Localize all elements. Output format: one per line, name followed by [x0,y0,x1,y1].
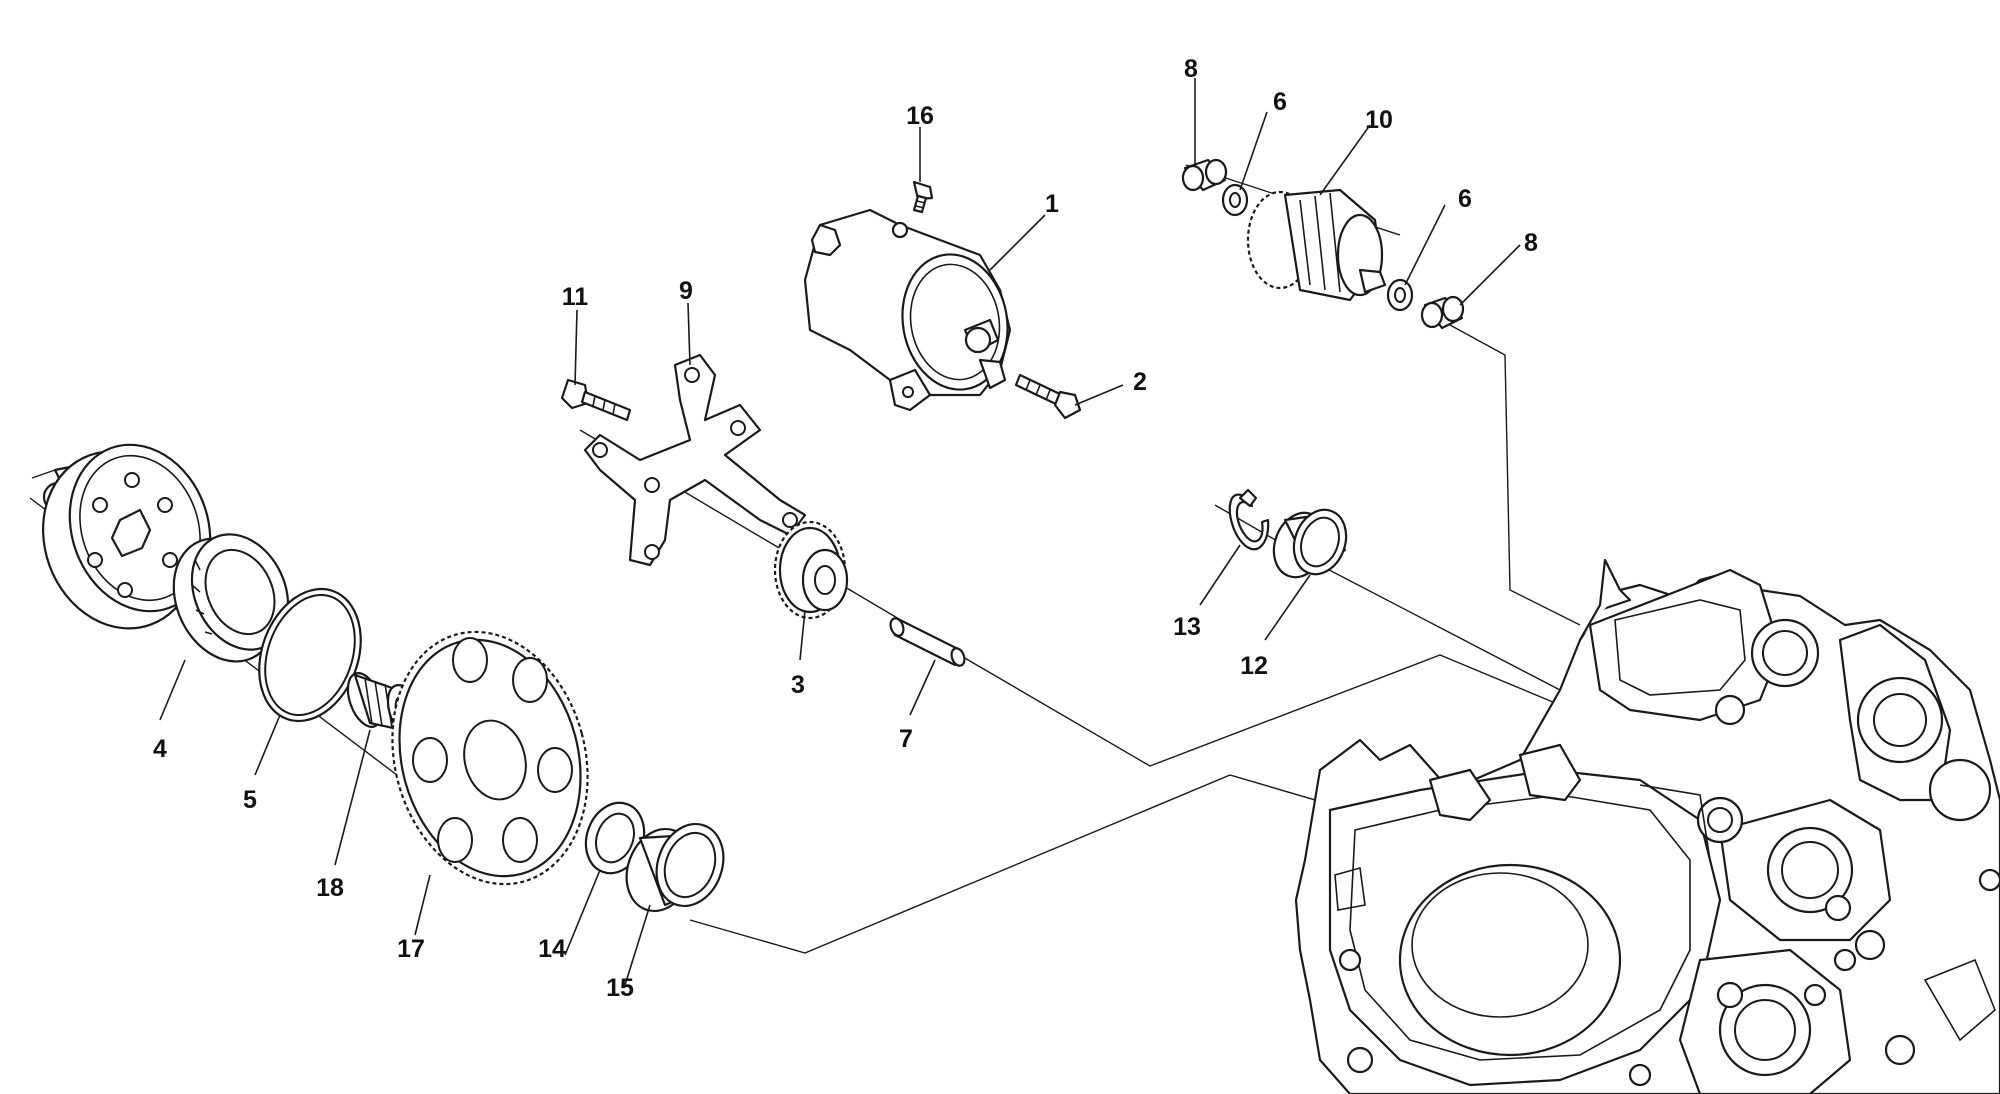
part-8-bushing-lower [1420,295,1465,330]
callout-12: 12 [1240,652,1268,680]
part-8-bushing-upper [1181,158,1228,192]
callout-4: 4 [153,735,167,763]
part-4-starter-clutch-housing [31,443,290,663]
callout-10: 10 [1365,106,1393,134]
callout-16: 16 [906,102,934,130]
callout-13: 13 [1173,613,1201,641]
part-7-pin [889,617,966,667]
part-3-pinion-gear [773,520,849,620]
callout-5: 5 [243,786,257,814]
part-12-bushing [1272,508,1348,579]
part-13-circlip [1228,488,1270,551]
callout-18: 18 [316,874,344,902]
callout-leaders [159,78,1521,986]
callout-8-upper: 8 [1184,55,1198,83]
callouts: 1 2 3 4 5 6 6 7 8 8 9 10 11 12 13 14 15 … [153,55,1538,1002]
callout-3: 3 [791,671,805,699]
callout-15: 15 [606,974,634,1002]
part-15-bushing [625,822,725,913]
part-10-drive-gear [1246,188,1387,302]
part-5-ring [258,587,362,723]
part-6-washer-upper [1221,183,1249,217]
callout-14: 14 [538,935,566,963]
callout-6-upper: 6 [1273,88,1287,116]
part-11-bolt [560,378,632,422]
callout-7: 7 [899,725,913,753]
part-14-washer [584,801,646,875]
crankcase [1294,558,2000,1094]
callout-2: 2 [1133,368,1147,396]
callout-17: 17 [397,935,425,963]
part-6-washer-lower [1386,278,1414,312]
callout-1: 1 [1045,190,1059,218]
part-9-bracket [583,353,807,567]
callout-8-lower: 8 [1524,229,1538,257]
callout-9: 9 [679,277,693,305]
part-17-driven-gear [391,630,589,886]
callout-11: 11 [562,283,589,311]
part-16-screw [912,180,934,214]
part-1-starter-motor [803,208,1012,412]
callout-6-lower: 6 [1458,185,1472,213]
part-2-bolt [1014,373,1082,420]
